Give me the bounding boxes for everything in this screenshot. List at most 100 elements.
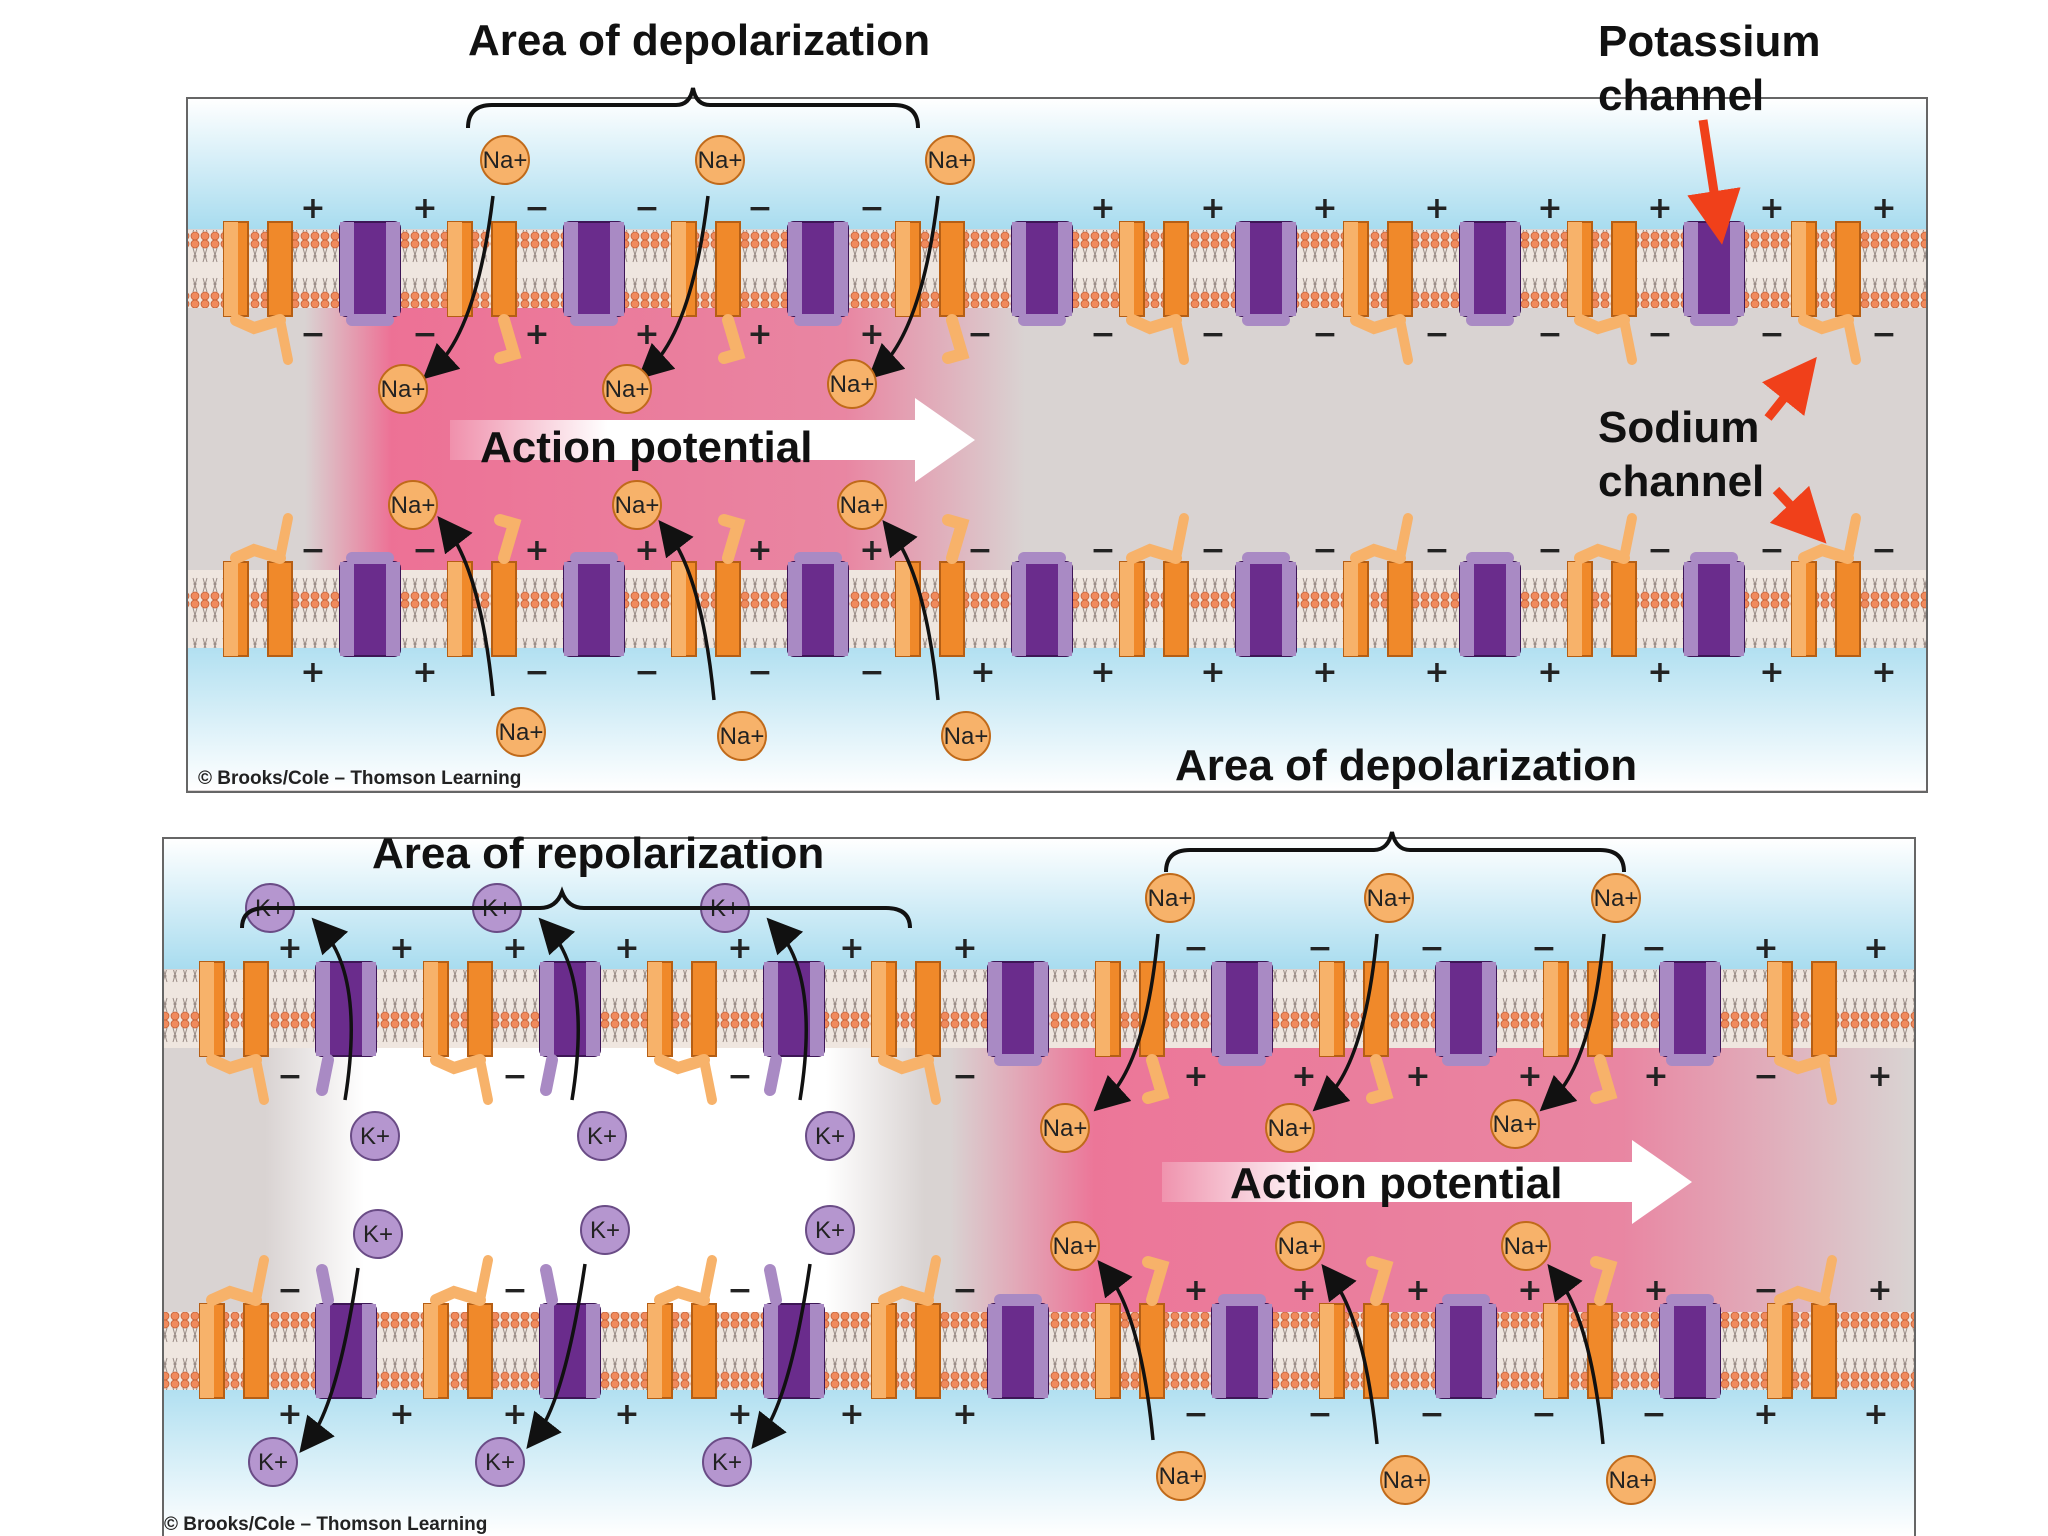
sodium-label-line2: channel — [1598, 457, 1764, 506]
positive-charge: + — [1537, 655, 1562, 690]
potassium-channel — [1235, 221, 1297, 326]
ion-flow-arrow — [751, 1263, 812, 1449]
negative-charge: − — [1312, 317, 1337, 352]
svg-text:Na+: Na+ — [1493, 1111, 1538, 1138]
negative-charge: − — [634, 191, 659, 226]
sodium-channel — [895, 221, 970, 364]
positive-charge: + — [1424, 655, 1449, 690]
svg-text:Na+: Na+ — [381, 376, 426, 403]
negative-charge: − — [1531, 1397, 1556, 1432]
svg-text:Na+: Na+ — [615, 492, 660, 519]
sodium-ion: Na+ — [827, 359, 877, 409]
potassium-ion: K+ — [353, 1209, 403, 1259]
potassium-channel — [339, 221, 401, 326]
positive-charge: + — [1647, 191, 1672, 226]
top-panel: ++++++++++−−−−−−−−−−−−−−−++++−−−−−−−−−−−… — [186, 16, 1928, 793]
negative-charge: − — [634, 655, 659, 690]
negative-charge: − — [1090, 317, 1115, 352]
positive-charge: + — [1090, 655, 1115, 690]
depolarization-label-top: Area of depolarization — [468, 16, 930, 65]
negative-charge: − — [1419, 1397, 1444, 1432]
positive-charge: + — [1200, 191, 1225, 226]
potassium-channel — [787, 552, 849, 657]
negative-charge: − — [859, 655, 884, 690]
action-potential-label-b: Action potential — [1230, 1159, 1562, 1208]
sodium-ion: Na+ — [1606, 1455, 1656, 1505]
potassium-ion: K+ — [248, 1437, 298, 1487]
svg-text:Na+: Na+ — [499, 719, 544, 746]
negative-charge: − — [1871, 533, 1896, 568]
ion-flow-arrow — [1321, 1263, 1379, 1445]
ion-flow-arrow — [526, 1263, 587, 1449]
negative-charge: − — [952, 1273, 977, 1308]
potassium-channel — [1211, 1294, 1273, 1399]
positive-charge: + — [1753, 1397, 1778, 1432]
potassium-ion: K+ — [805, 1205, 855, 1255]
svg-text:K+: K+ — [258, 1449, 288, 1476]
negative-charge: − — [1307, 1397, 1332, 1432]
negative-charge: − — [502, 1059, 527, 1094]
sodium-channel — [1767, 961, 1837, 1105]
positive-charge: + — [1643, 1273, 1668, 1308]
potassium-channel — [1683, 552, 1745, 657]
repolarization-label: Area of repolarization — [372, 829, 824, 878]
sodium-channel — [1567, 221, 1637, 365]
negative-charge: − — [1183, 931, 1208, 966]
sodium-pointer-arrow-up — [1762, 356, 1817, 421]
positive-charge: + — [1867, 1273, 1892, 1308]
potassium-channel — [1659, 961, 1721, 1066]
svg-text:Na+: Na+ — [1053, 1233, 1098, 1260]
bottom-panel: +++++++++−−−−−−−−−−++++++−−−−−++++++++++… — [162, 829, 1916, 1536]
sodium-channel — [223, 221, 293, 365]
svg-text:K+: K+ — [590, 1217, 620, 1244]
sodium-ion: Na+ — [695, 135, 745, 185]
sodium-ion: Na+ — [1490, 1099, 1540, 1149]
positive-charge: + — [502, 1397, 527, 1432]
positive-charge: + — [1405, 1059, 1430, 1094]
potassium-channel — [1011, 552, 1073, 657]
negative-charge: − — [1419, 931, 1444, 966]
positive-charge: + — [1517, 1273, 1542, 1308]
positive-charge: + — [1867, 1059, 1892, 1094]
negative-charge: − — [1753, 1059, 1778, 1094]
positive-charge: + — [1753, 931, 1778, 966]
ion-flow-arrow — [1539, 933, 1606, 1112]
negative-charge: − — [1647, 317, 1672, 352]
sodium-channel — [223, 513, 293, 657]
negative-charge: − — [1200, 533, 1225, 568]
positive-charge: + — [634, 317, 659, 352]
ion-flow-arrow — [1093, 933, 1160, 1112]
ion-flow-arrow — [867, 195, 940, 380]
negative-charge: − — [1647, 533, 1672, 568]
action-potential-label: Action potential — [480, 423, 812, 472]
sodium-ion: Na+ — [837, 480, 887, 530]
sodium-channel — [1543, 961, 1618, 1104]
potassium-ion: K+ — [805, 1111, 855, 1161]
potassium-channel — [1459, 552, 1521, 657]
potassium-channel — [987, 961, 1049, 1066]
negative-charge: − — [747, 655, 772, 690]
potassium-channel — [1659, 1294, 1721, 1399]
positive-charge: + — [614, 931, 639, 966]
sodium-ion: Na+ — [941, 711, 991, 761]
potassium-channel — [339, 552, 401, 657]
positive-charge: + — [277, 931, 302, 966]
positive-charge: + — [1183, 1273, 1208, 1308]
potassium-label-line2: channel — [1598, 71, 1764, 120]
sodium-channel-label: Sodium channel — [1598, 403, 1772, 506]
negative-charge: − — [952, 1059, 977, 1094]
negative-charge: − — [1090, 533, 1115, 568]
sodium-ion: Na+ — [480, 135, 530, 185]
sodium-ion: Na+ — [602, 364, 652, 414]
svg-text:Na+: Na+ — [1148, 885, 1193, 912]
ion-flow-arrow — [1312, 933, 1379, 1112]
positive-charge: + — [727, 1397, 752, 1432]
potassium-channel — [539, 961, 601, 1096]
negative-charge: − — [1753, 1273, 1778, 1308]
svg-text:Na+: Na+ — [1504, 1233, 1549, 1260]
negative-charge: − — [1641, 931, 1666, 966]
sodium-ion: Na+ — [1145, 873, 1195, 923]
sodium-label-line1: Sodium — [1598, 403, 1759, 452]
sodium-channel — [1119, 221, 1189, 365]
sodium-ion: Na+ — [925, 135, 975, 185]
